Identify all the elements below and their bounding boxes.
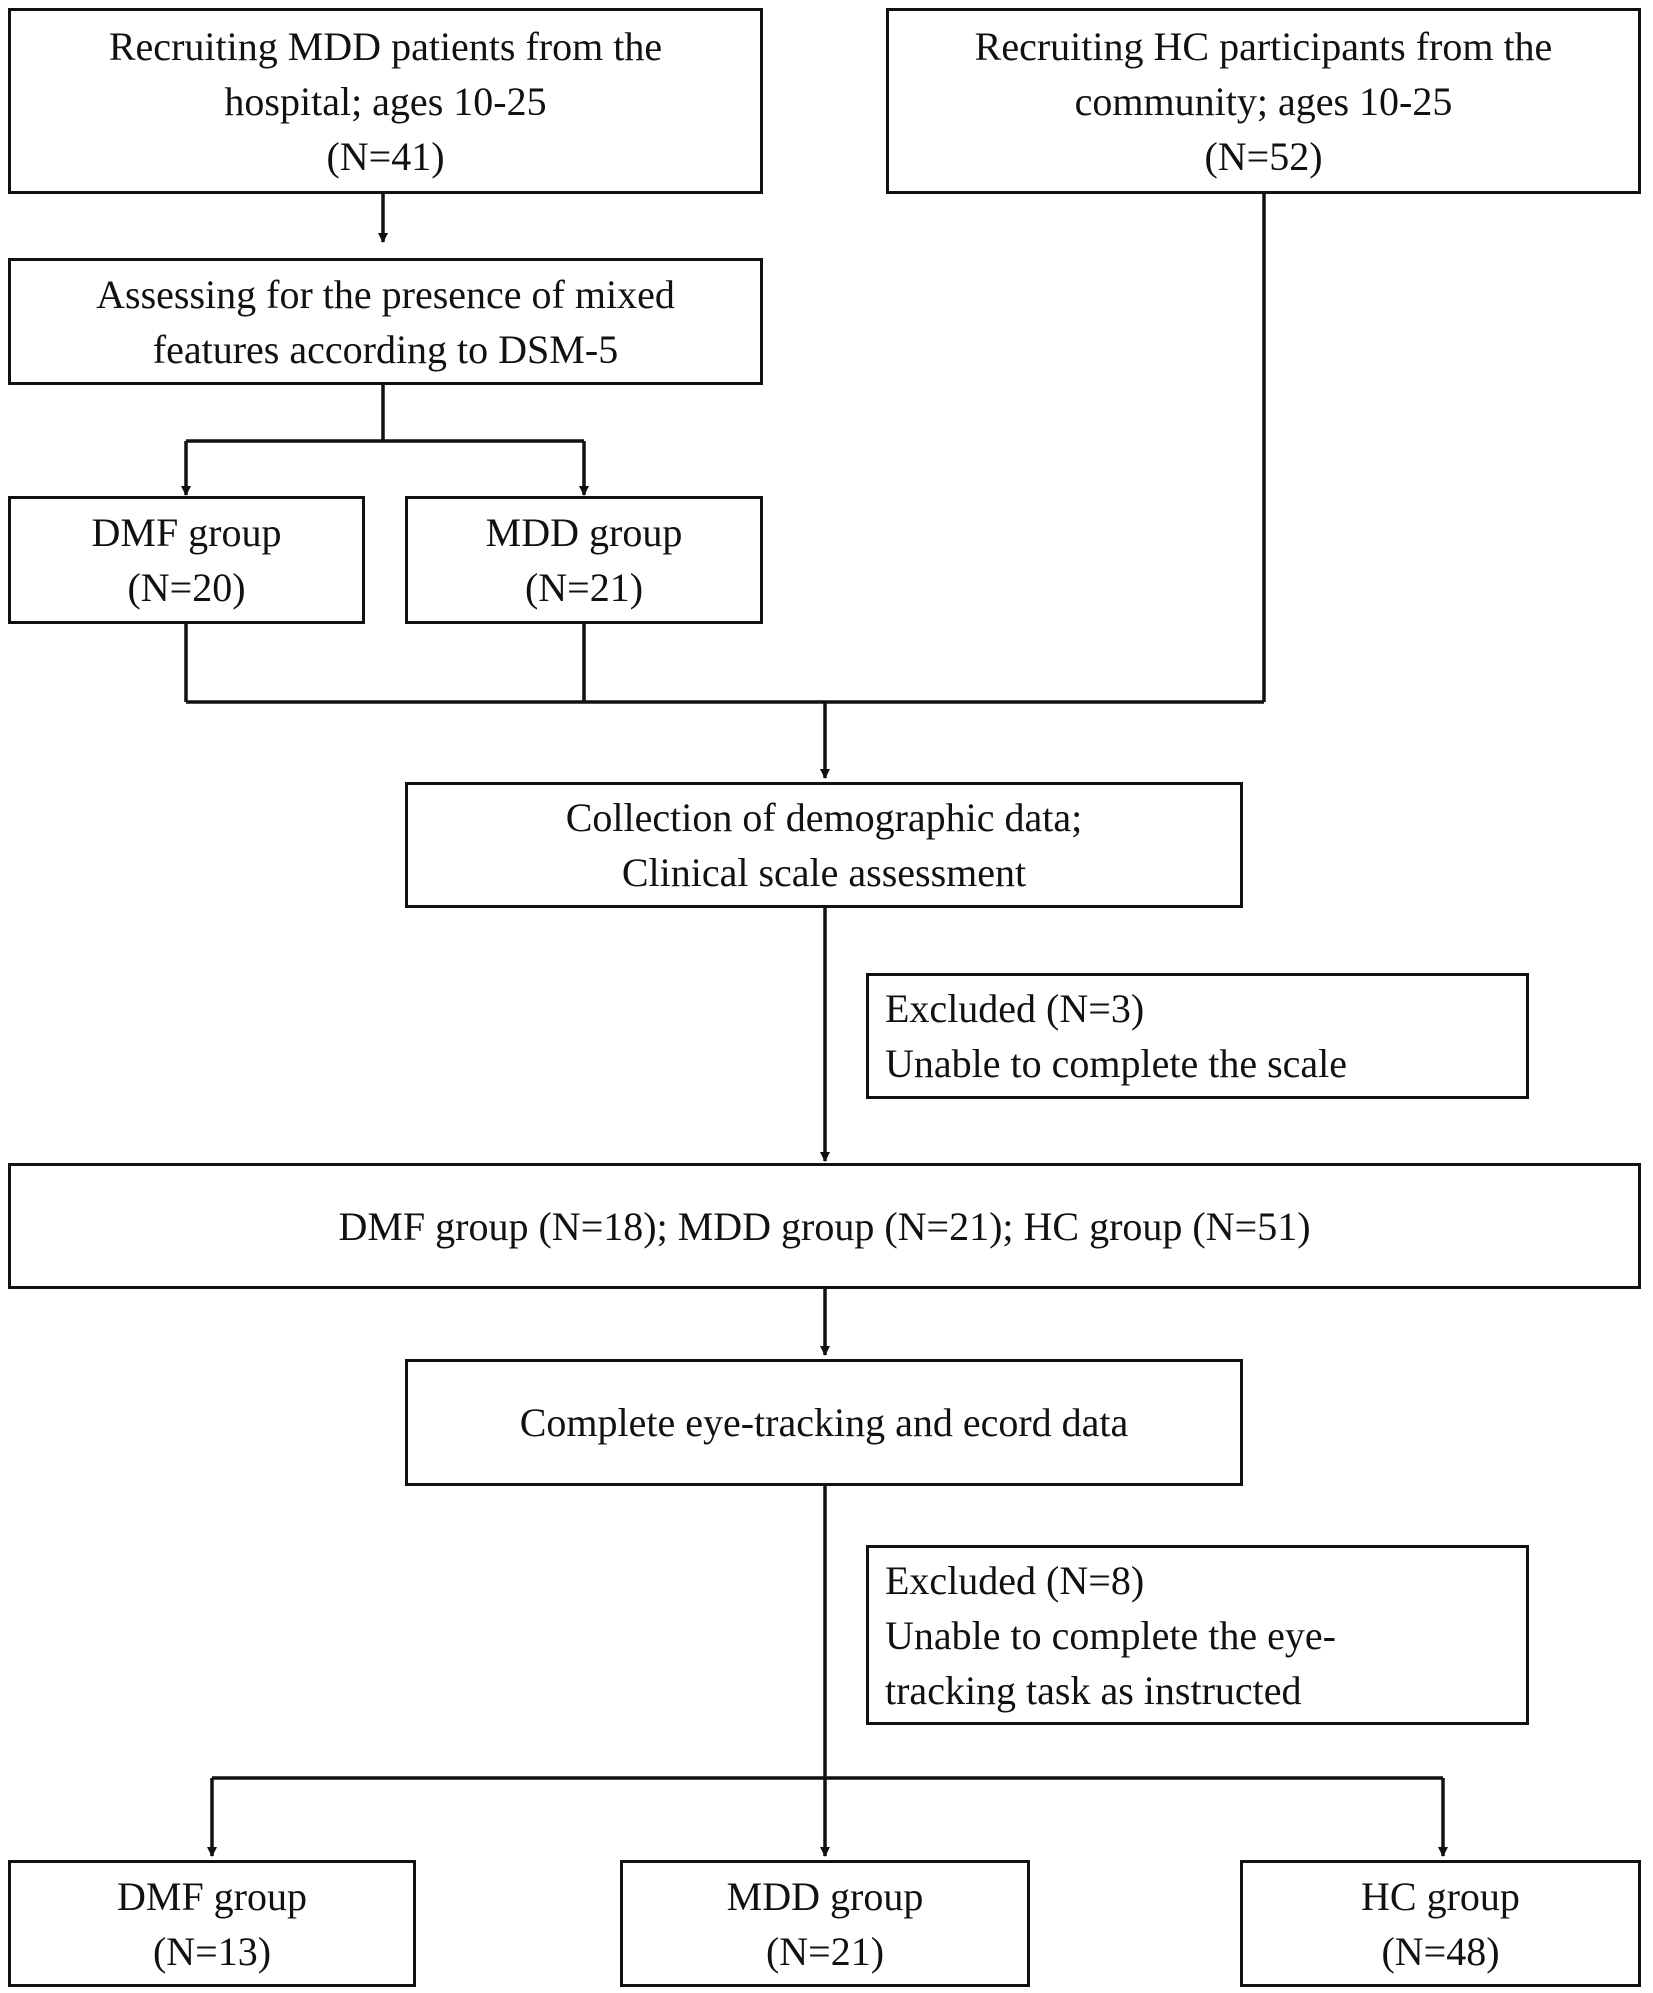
box-line: (N=52) xyxy=(1204,133,1323,179)
box-line: Recruiting MDD patients from the xyxy=(108,23,663,69)
recruit-hc-box: Recruiting HC participants from the comm… xyxy=(886,8,1641,194)
box-line: Excluded (N=3) xyxy=(885,986,1145,1031)
box-line: features according to DSM-5 xyxy=(152,326,619,372)
box-line: (N=13) xyxy=(152,1928,272,1974)
dmf-group-final-box: DMF group (N=13) xyxy=(8,1860,416,1987)
collection-box: Collection of demographic data; Clinical… xyxy=(405,782,1243,908)
recruit-mdd-box: Recruiting MDD patients from the hospita… xyxy=(8,8,763,194)
box-line: DMF group xyxy=(91,510,282,555)
box-line: HC group xyxy=(1361,1873,1520,1919)
box-line: Unable to complete the scale xyxy=(885,1041,1348,1086)
box-line: community; ages 10-25 xyxy=(1074,78,1453,124)
groups-summary-box: DMF group (N=18); MDD group (N=21); HC g… xyxy=(8,1163,1641,1289)
box-line: DMF group xyxy=(116,1873,308,1919)
box-line: Collection of demographic data; xyxy=(565,795,1083,840)
box-line: DMF group (N=18); MDD group (N=21); HC g… xyxy=(338,1203,1311,1249)
box-line: (N=20) xyxy=(127,565,246,610)
excluded-scale-box: Excluded (N=3) Unable to complete the sc… xyxy=(866,973,1529,1099)
box-line: tracking task as instructed xyxy=(885,1667,1302,1713)
box-line: Recruiting HC participants from the xyxy=(974,23,1553,69)
hc-group-final-box: HC group (N=48) xyxy=(1240,1860,1641,1987)
box-line: (N=48) xyxy=(1381,1928,1500,1974)
box-line: (N=21) xyxy=(524,565,644,610)
box-line: Clinical scale assessment xyxy=(621,850,1027,895)
box-line: Unable to complete the eye- xyxy=(885,1612,1336,1658)
box-line: Assessing for the presence of mixed xyxy=(96,271,675,317)
assess-box: Assessing for the presence of mixed feat… xyxy=(8,258,763,385)
dmf-group-box: DMF group (N=20) xyxy=(8,496,365,624)
eye-tracking-box: Complete eye-tracking and ecord data xyxy=(405,1359,1243,1486)
box-line: hospital; ages 10-25 xyxy=(224,78,547,124)
mdd-group-final-box: MDD group (N=21) xyxy=(620,1860,1030,1987)
box-line: MDD group xyxy=(726,1873,924,1919)
box-line: (N=41) xyxy=(326,133,445,179)
excluded-eyetracking-box: Excluded (N=8) Unable to complete the ey… xyxy=(866,1545,1529,1725)
box-line: Complete eye-tracking and ecord data xyxy=(519,1400,1129,1445)
box-line: Excluded (N=8) xyxy=(885,1557,1145,1603)
box-line: (N=21) xyxy=(765,1928,885,1974)
mdd-group-box: MDD group (N=21) xyxy=(405,496,763,624)
box-line: MDD group xyxy=(485,510,683,555)
